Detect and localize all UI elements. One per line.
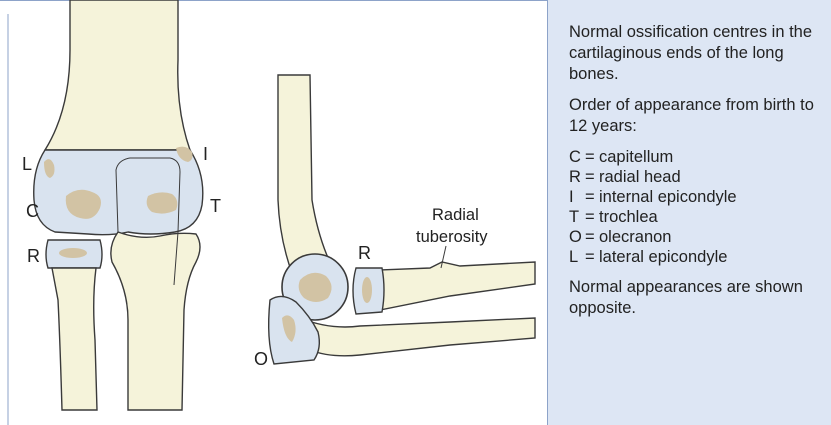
lateral-radial-head-centre bbox=[362, 277, 372, 303]
legend-equals: = bbox=[585, 147, 599, 167]
trochlea-centre bbox=[147, 192, 178, 213]
legend-row: I=internal epicondyle bbox=[569, 187, 831, 207]
legend-key: I bbox=[569, 187, 585, 207]
legend-row: L=lateral epicondyle bbox=[569, 247, 831, 267]
legend-key: O bbox=[569, 227, 585, 247]
label-R-lateral: R bbox=[358, 243, 371, 263]
label-tuberosity: tuberosity bbox=[416, 228, 488, 246]
label-R-front: R bbox=[27, 246, 40, 266]
label-radial: Radial bbox=[432, 206, 479, 224]
lateral-view: R O Radial tuberosity bbox=[254, 75, 535, 369]
caption-footer: Normal appearances are shown opposite. bbox=[569, 277, 831, 319]
legend-key: L bbox=[569, 247, 585, 267]
legend-equals: = bbox=[585, 207, 599, 227]
label-I: I bbox=[203, 144, 208, 164]
front-view: L C R I T bbox=[22, 0, 221, 410]
label-C: C bbox=[26, 201, 39, 221]
legend-meaning: capitellum bbox=[599, 147, 673, 167]
ulna-shaft bbox=[111, 232, 200, 410]
caption-order-heading: Order of appearance from birth to 12 yea… bbox=[569, 95, 831, 137]
legend-meaning: lateral epicondyle bbox=[599, 247, 727, 267]
panel-divider bbox=[547, 0, 548, 425]
humerus-shaft bbox=[45, 0, 190, 150]
label-L: L bbox=[22, 154, 32, 174]
legend-meaning: radial head bbox=[599, 167, 681, 187]
radial-head-centre bbox=[59, 248, 87, 258]
caption-intro: Normal ossification centres in the carti… bbox=[569, 22, 831, 85]
caption: Normal ossification centres in the carti… bbox=[569, 22, 831, 329]
legend-meaning: internal epicondyle bbox=[599, 187, 737, 207]
legend-row: T=trochlea bbox=[569, 207, 831, 227]
label-T: T bbox=[210, 196, 221, 216]
lateral-radius bbox=[380, 262, 535, 310]
legend-key: T bbox=[569, 207, 585, 227]
lateral-ulna bbox=[300, 318, 535, 356]
legend-meaning: olecranon bbox=[599, 227, 671, 247]
legend-key: R bbox=[569, 167, 585, 187]
legend-row: R=radial head bbox=[569, 167, 831, 187]
legend-row: O=olecranon bbox=[569, 227, 831, 247]
legend-equals: = bbox=[585, 167, 599, 187]
legend-key: C bbox=[569, 147, 585, 167]
legend: C=capitellum R=radial head I=internal ep… bbox=[569, 147, 831, 267]
label-O: O bbox=[254, 349, 268, 369]
radius-shaft bbox=[52, 268, 97, 410]
legend-row: C=capitellum bbox=[569, 147, 831, 167]
legend-equals: = bbox=[585, 187, 599, 207]
legend-equals: = bbox=[585, 227, 599, 247]
legend-meaning: trochlea bbox=[599, 207, 658, 227]
legend-equals: = bbox=[585, 247, 599, 267]
elbow-illustration: L C R I T R O Radial tuberosity bbox=[0, 0, 547, 425]
